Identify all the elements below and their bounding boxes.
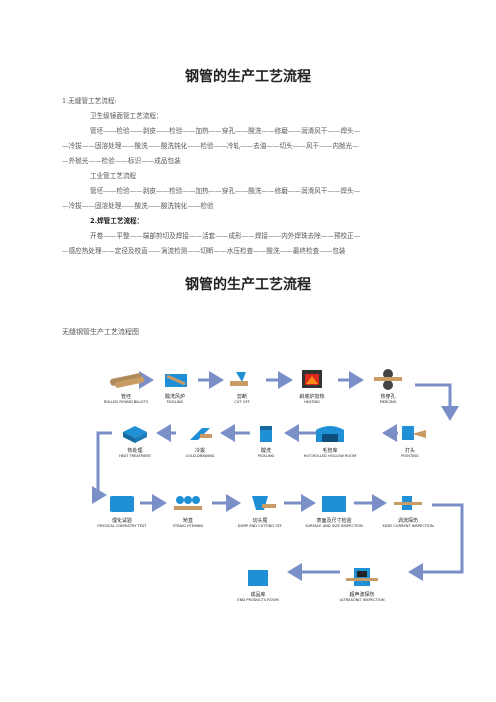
welded-line-1: 开卷——平整——端部剪切及焊接——活套——成形——焊接——内外焊珠去除——预校正…: [90, 232, 361, 240]
industrial-heading: 工业管工艺流程: [90, 172, 137, 180]
industrial-line-1: 管坯——检验——剥皮——检验——加热——穿孔——酸洗——修磨——润滑风干——焊头…: [90, 187, 361, 195]
flow-node-cold-drawing: 冷拔 COLD-DRAWING: [170, 422, 230, 459]
welded-line-2: —感应热处理——定径及校直——涡流检测——切断——水压检查——酸洗——最终检查—…: [62, 247, 346, 255]
flow-node-piercing: 热穿孔 PIERCING: [358, 368, 418, 405]
pointing-icon: [380, 422, 440, 448]
page-title-1: 钢管的生产工艺流程: [185, 69, 311, 85]
seamless-heading: 1.无缝管工艺流程:: [62, 97, 117, 105]
billet-icon: [96, 368, 156, 394]
cutoff-icon: [212, 368, 272, 394]
flow-node-lab-test: 理化试验 PHYSICAL CHEMISTRY TEST: [92, 492, 152, 529]
flow-node-straightening: 矫直 STRAIG HTENING: [158, 492, 218, 529]
page-title-2: 钢管的生产工艺流程: [185, 277, 311, 293]
industrial-line-2: —冷拔——固溶处理——酸洗——酸洗钝化——检验: [62, 202, 214, 210]
straightening-icon: [158, 492, 218, 518]
hygiene-line-2: —冷拔——固溶处理——酸洗——酸洗钝化——检验——冷轧——去油——切头——风干—…: [62, 142, 359, 150]
flow-node-heating: 斜底炉加热 HEATING: [282, 368, 342, 405]
flow-node-pickling: 酸洗风炉 PICKLING: [145, 368, 205, 405]
flow-node-surface-inspection: 表面及尺寸检验 SURFACE AND SIZE INSPECTION: [304, 492, 364, 529]
flow-node-pickling-2: 酸洗 PICKLING: [236, 422, 296, 459]
pickling-tank-icon: [236, 422, 296, 448]
hollow-room-icon: [300, 422, 360, 448]
flow-node-hollow-room: 毛管库 HOT-ROLLED HOLLOW ROOM: [300, 422, 360, 459]
hygiene-heading: 卫生级镜面管工艺流程：: [90, 112, 163, 120]
diagram-caption: 无缝钢管生产工艺流程图: [62, 328, 139, 336]
welded-heading: 2.焊管工艺流程：: [90, 217, 144, 225]
flow-node-cutoff: 剪断 CUT OFF: [212, 368, 272, 405]
hygiene-line-3: —外抛光——检验——标识——成品包装: [62, 157, 181, 165]
flow-node-end-products: 成品库 END PRODUCTS ROOM: [228, 566, 288, 603]
flow-node-pointing: 打头 POINTING: [380, 422, 440, 459]
flow-node-end-cutting: 切头尾 DORP END CUTTING OFF: [230, 492, 290, 529]
end-cutting-icon: [230, 492, 290, 518]
cold-drawing-icon: [170, 422, 230, 448]
ultrasonic-icon: [332, 566, 392, 592]
piercing-icon: [358, 368, 418, 394]
pickling-icon: [145, 368, 205, 394]
flow-node-ultrasonic: 超声波探伤 ULTRASONIT INSPECTION: [332, 566, 392, 603]
flow-node-billets: 管坯 ROLLED ROUND BILLETS: [96, 368, 156, 405]
surface-inspection-icon: [304, 492, 364, 518]
warehouse-icon: [228, 566, 288, 592]
eddy-current-icon: [378, 492, 438, 518]
heat-treatment-icon: [105, 422, 165, 448]
hygiene-line-1: 管坯——检验——剥皮——检验——加热——穿孔——酸洗——修磨——润滑风干——焊头…: [90, 127, 361, 135]
furnace-icon: [282, 368, 342, 394]
flow-node-heat-treatment: 热处理 HEAT TREATMENT: [105, 422, 165, 459]
lab-test-icon: [92, 492, 152, 518]
flow-node-eddy-current: 涡流探伤 EDDY CURRENT INSPECTION: [378, 492, 438, 529]
